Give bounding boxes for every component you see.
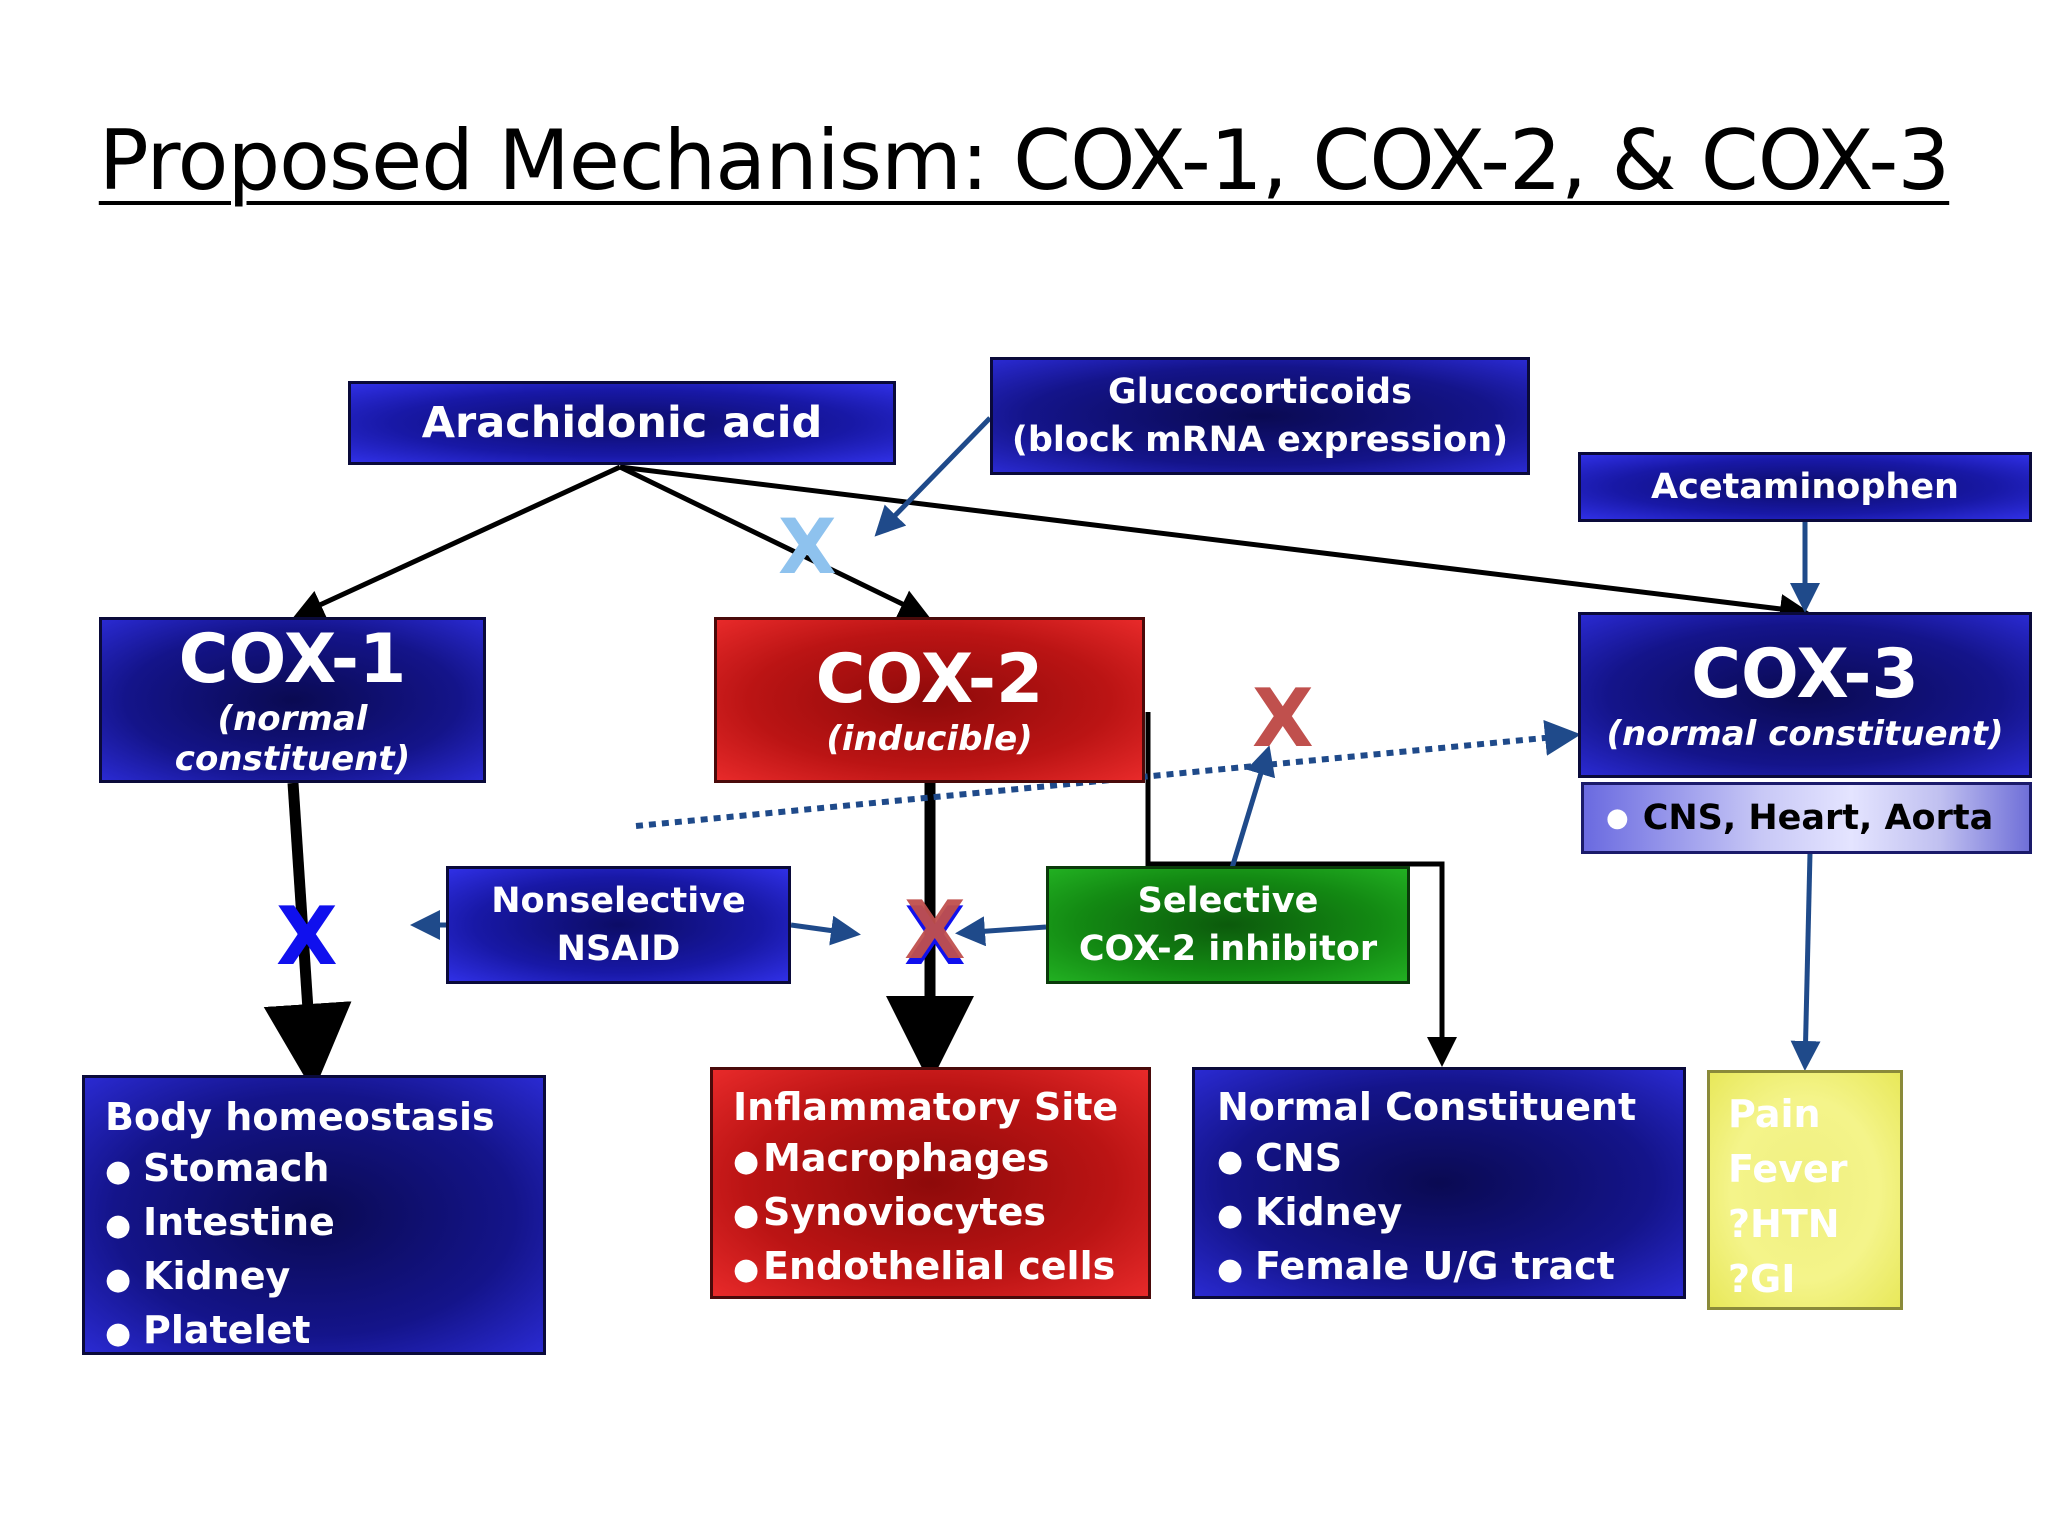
- inhibitor-label-2: COX-2 inhibitor: [1078, 929, 1378, 969]
- normal-constituent-title: Normal Constituent: [1217, 1085, 1637, 1129]
- bullet-icon: ●: [1217, 1144, 1244, 1179]
- bullet-icon: ●: [1217, 1252, 1244, 1287]
- block-x-cox2-nsaid: X: [904, 890, 966, 983]
- list-item: ●Macrophages: [733, 1133, 1148, 1187]
- list-item: ●Endothelial cells: [733, 1241, 1148, 1295]
- arrow-glucocorticoids: [874, 416, 992, 537]
- cox2-box: COX-2 (inducible): [714, 617, 1145, 783]
- arrow-inhibitor-left: [955, 916, 1047, 947]
- inflammatory-site-list: ●Macrophages ●Synoviocytes ●Endothelial …: [733, 1133, 1148, 1295]
- arachidonic-acid-box: Arachidonic acid: [348, 381, 896, 465]
- cox1-box: COX-1 (normal constituent): [99, 617, 486, 783]
- arrow-aa-to-cox3: [619, 464, 1810, 624]
- cox2-type: (inducible): [826, 719, 1033, 759]
- list-item: ●Platelet: [105, 1305, 543, 1359]
- normal-constituent-box: Normal Constituent ●CNS ●Kidney ●Female …: [1192, 1067, 1686, 1299]
- bullet-icon: ●: [1217, 1198, 1244, 1233]
- block-x-glucocorticoids: X: [778, 502, 837, 591]
- cox1-type: (normal constituent): [174, 699, 411, 779]
- list-item: ●Synoviocytes: [733, 1187, 1148, 1241]
- effect-item: ?HTN: [1728, 1202, 1840, 1246]
- effect-item: Pain: [1728, 1092, 1821, 1136]
- glucocorticoids-box: Glucocorticoids (block mRNA expression): [990, 357, 1530, 475]
- list-item: ●Female U/G tract: [1217, 1241, 1683, 1295]
- effect-item: Fever: [1728, 1147, 1848, 1191]
- inhibitor-label-1: Selective: [1137, 881, 1319, 921]
- cox1-name: COX-1: [178, 620, 407, 699]
- arrow-aa-to-cox2: [618, 464, 930, 618]
- body-homeostasis-title: Body homeostasis: [105, 1095, 495, 1139]
- cox3-name: COX-3: [1691, 635, 1919, 714]
- block-x-cox3-inhibitor: X: [1252, 672, 1314, 765]
- list-item: ●Kidney: [105, 1251, 543, 1305]
- acetaminophen-box: Acetaminophen: [1578, 452, 2032, 522]
- list-item: ●Stomach: [105, 1143, 543, 1197]
- bullet-icon: ●: [105, 1316, 132, 1351]
- acetaminophen-label: Acetaminophen: [1651, 467, 1959, 507]
- cox3-effects-box: Pain Fever ?HTN ?GI: [1707, 1070, 1903, 1310]
- body-homeostasis-box: Body homeostasis ●Stomach ●Intestine ●Ki…: [82, 1075, 546, 1355]
- body-homeostasis-list: ●Stomach ●Intestine ●Kidney ●Platelet: [105, 1143, 543, 1359]
- list-item: ●Kidney: [1217, 1187, 1683, 1241]
- nsaid-label-2: NSAID: [556, 929, 681, 969]
- bullet-icon: ●: [105, 1262, 132, 1297]
- arrow-aa-to-cox1: [293, 464, 622, 619]
- cox3-sites-label: CNS, Heart, Aorta: [1642, 798, 1994, 838]
- selective-cox2-inhibitor-box: Selective COX-2 inhibitor: [1046, 866, 1410, 984]
- cox2-name: COX-2: [815, 640, 1044, 719]
- inflammatory-site-box: Inflammatory Site ●Macrophages ●Synovioc…: [710, 1067, 1151, 1299]
- list-item: ●CNS: [1217, 1133, 1683, 1187]
- arrow-cox2-to-normal: [1145, 712, 1457, 1067]
- bullet-icon: ●: [733, 1198, 760, 1233]
- page-title: Proposed Mechanism: COX-1, COX-2, & COX-…: [98, 112, 1950, 209]
- glucocorticoids-label: Glucocorticoids: [1108, 372, 1412, 412]
- glucocorticoids-note: (block mRNA expression): [1011, 420, 1509, 460]
- inflammatory-site-title: Inflammatory Site: [733, 1085, 1119, 1129]
- bullet-icon: ●: [733, 1144, 760, 1179]
- block-x-cox2-inhibitor: X: [904, 884, 966, 977]
- nsaid-label-1: Nonselective: [491, 881, 746, 921]
- nonselective-nsaid-box: Nonselective NSAID: [446, 866, 791, 984]
- effect-item: ?GI: [1728, 1257, 1796, 1301]
- arachidonic-acid-label: Arachidonic acid: [421, 398, 823, 448]
- bullet-icon: ●: [1606, 803, 1629, 833]
- bullet-icon: ●: [105, 1208, 132, 1243]
- arrow-cox1-down: [263, 782, 352, 1092]
- arrow-inhibitor-up: [1229, 745, 1276, 869]
- bullet-icon: ●: [105, 1154, 132, 1189]
- block-x-cox1: X: [276, 890, 338, 983]
- cox3-type: (normal constituent): [1606, 714, 2004, 754]
- cox3-box: COX-3 (normal constituent): [1578, 612, 2032, 778]
- normal-constituent-list: ●CNS ●Kidney ●Female U/G tract: [1217, 1133, 1683, 1295]
- cox3-sites-box: ● CNS, Heart, Aorta: [1581, 782, 2032, 854]
- list-item: ●Intestine: [105, 1197, 543, 1251]
- arrow-nsaid-right: [790, 915, 861, 946]
- bullet-icon: ●: [733, 1252, 760, 1287]
- arrow-cox3-to-effects: [1790, 852, 1821, 1071]
